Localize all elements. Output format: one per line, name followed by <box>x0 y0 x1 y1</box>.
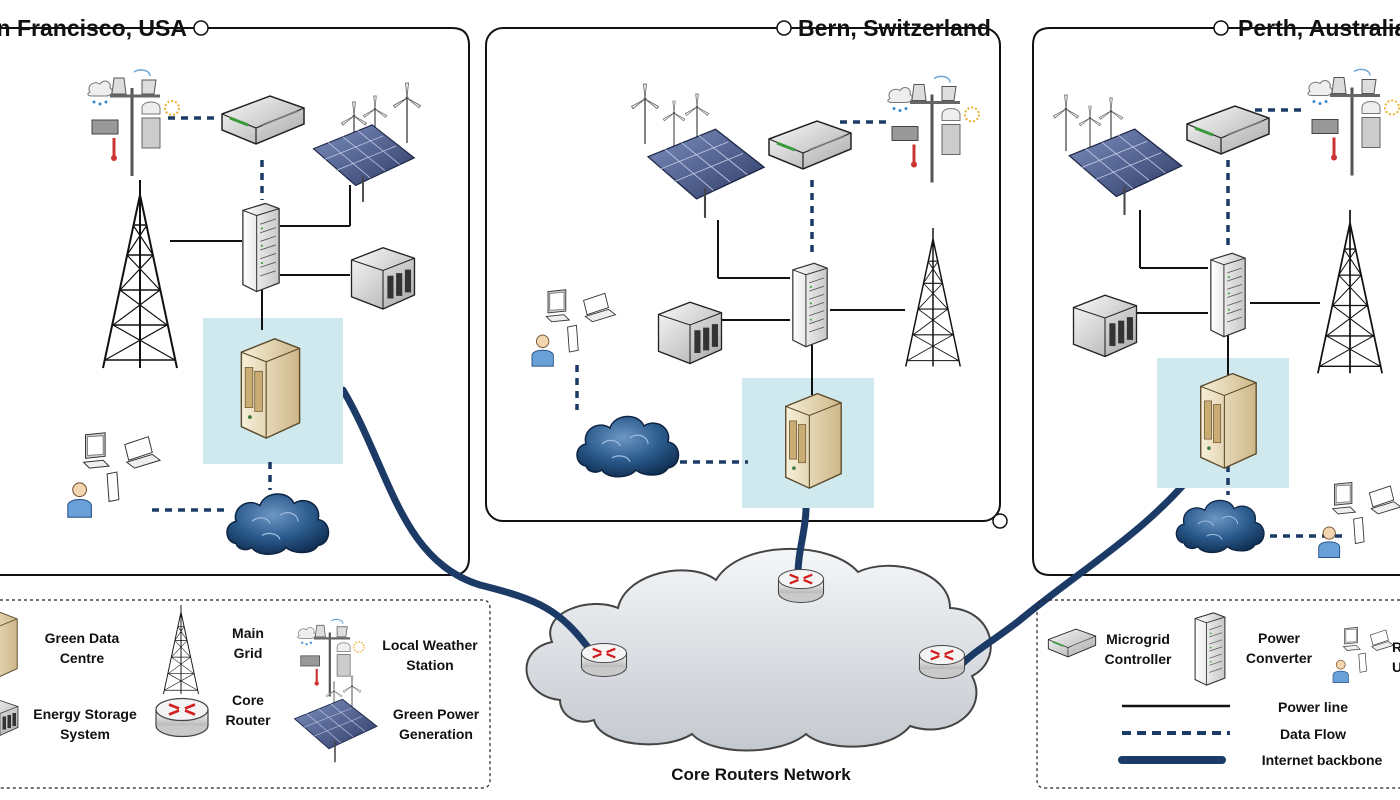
site-title-bern: Bern, Switzerland <box>798 15 991 41</box>
legend-power-line: Power line <box>1278 699 1348 715</box>
core-router-right <box>918 644 966 680</box>
legend-router-line2: Router <box>225 712 271 728</box>
core-router-top <box>777 568 825 604</box>
legend-router-line1: Core <box>232 692 264 708</box>
core-network-cloud <box>525 548 992 752</box>
legend-left: Green Data Centre Energy Storage System … <box>0 599 491 789</box>
legend-controller-line2: Controller <box>1105 651 1172 667</box>
legend-weather-line2: Station <box>406 657 453 673</box>
legend-converter-line2: Converter <box>1246 650 1313 666</box>
site-title-perth: Perth, Australia <box>1238 15 1400 41</box>
legend-storage-line1: Energy Storage <box>33 706 137 722</box>
legend-weather-line1: Local Weather <box>382 637 478 653</box>
legend-remote-line1: Remote <box>1392 639 1400 655</box>
site-bern-contents <box>531 74 981 508</box>
legend-data-flow: Data Flow <box>1280 726 1346 742</box>
legend-controller-line1: Microgrid <box>1106 631 1170 647</box>
site-box-bern <box>485 20 1008 529</box>
internet-backbone <box>339 386 1204 672</box>
legend-grid-line1: Main <box>232 625 264 641</box>
legend-backbone: Internet backbone <box>1262 752 1383 768</box>
legend-green-dc-line1: Green Data <box>45 630 120 646</box>
legend-green-dc-line2: Centre <box>60 650 105 666</box>
legend-storage-line2: System <box>60 726 110 742</box>
legend-grid-line2: Grid <box>234 645 263 661</box>
site-perth-contents <box>1052 67 1400 558</box>
legend-remote-line2: Users <box>1392 659 1400 675</box>
core-router-left <box>580 642 628 678</box>
legend-greenpower-line2: Generation <box>399 726 473 742</box>
legend-converter-line1: Power <box>1258 630 1301 646</box>
legend-greenpower-line1: Green Power <box>393 706 480 722</box>
site-title-san-francisco: San Francisco, USA <box>0 15 187 41</box>
site-san-francisco-contents <box>67 68 422 556</box>
legend-right: Microgrid Controller Power Converter Rem… <box>1036 599 1400 789</box>
site-box-perth <box>1032 20 1400 576</box>
core-network-caption: Core Routers Network <box>671 765 851 784</box>
